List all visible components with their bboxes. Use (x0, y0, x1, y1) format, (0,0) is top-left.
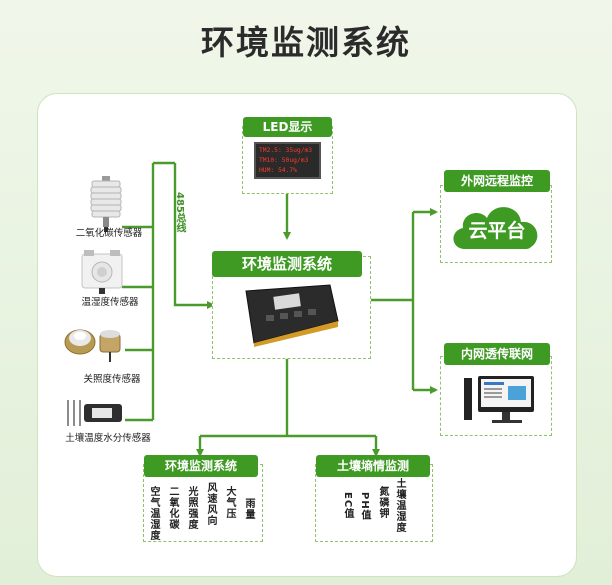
env-item-wind: 风速风向 (205, 482, 216, 526)
cloud-title: 外网远程监控 (444, 170, 550, 192)
intranet-title: 内网透传联网 (444, 343, 550, 365)
co2-sensor-icon (88, 176, 124, 232)
main-system-title: 环境监测系统 (212, 251, 362, 277)
env-item-rainfall: 雨量 (243, 498, 254, 520)
led-line: HUM: 54.7% (259, 167, 297, 174)
cloud-icon (453, 207, 538, 249)
light-sensor-label: 关照度传感器 (83, 374, 141, 385)
soil-item-ph: PH值 (359, 492, 370, 521)
soil-monitor-title: 土壤墒情监测 (316, 455, 430, 477)
env-monitor-title: 环境监测系统 (144, 455, 258, 477)
cloud-label: 云平台 (468, 220, 526, 242)
bus-label: 485总线 (174, 192, 185, 233)
temp-humidity-sensor-icon (80, 248, 124, 294)
soil-sensor-icon (62, 396, 126, 430)
env-item-co2: 二氧化碳 (167, 486, 178, 530)
soil-item-soil-temp-humidity: 土壤温湿度 (394, 478, 405, 533)
soil-item-ec: EC值 (342, 492, 353, 520)
humidity-sensor-label: 温湿度传感器 (81, 297, 139, 308)
led-screen: TM2.5: 35ug/m3 TM10: 50ug/m3 HUM: 54.7% (254, 142, 321, 179)
bus-to-main-line (173, 163, 215, 309)
page-title: 环境监测系统 (201, 23, 411, 62)
led-display-title: LED显示 (243, 117, 332, 137)
env-item-air-humidity: 空气温湿度 (148, 486, 159, 541)
env-item-light: 光照强度 (186, 486, 197, 530)
computer-icon (462, 374, 538, 426)
env-item-pressure: 大气压 (224, 486, 235, 519)
co2-sensor-label: 二氧化碳传感器 (75, 228, 143, 239)
soil-item-npk: 氮磷钾 (377, 486, 388, 519)
led-line: TM10: 50ug/m3 (259, 157, 309, 164)
soil-sensor-label: 土壤温度水分传感器 (65, 433, 151, 444)
light-sensor-icon (64, 318, 126, 362)
led-line: TM2.5: 35ug/m3 (259, 147, 313, 154)
controller-device-icon (236, 281, 340, 347)
